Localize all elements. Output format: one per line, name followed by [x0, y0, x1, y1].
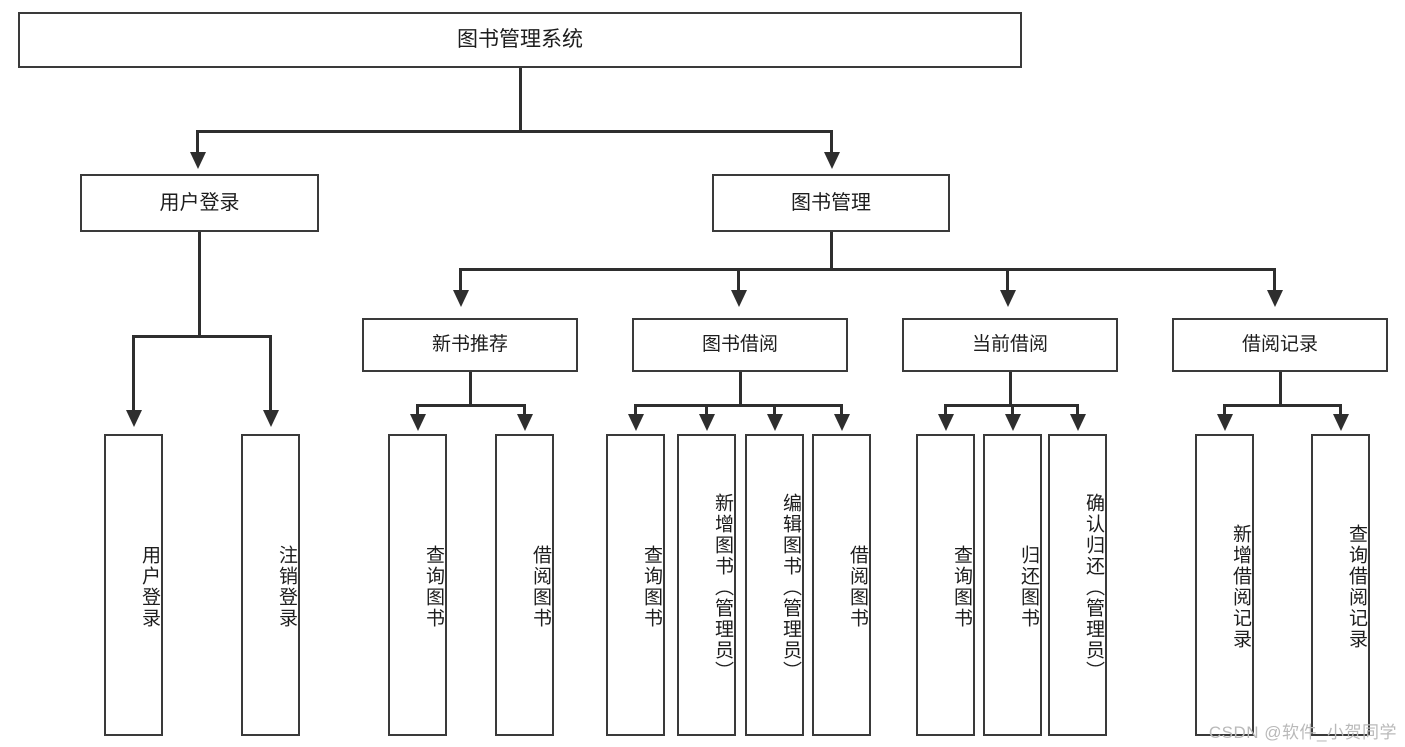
arrowhead-borrow-record-child-2 — [1333, 414, 1349, 431]
leaf-add-borrow-record[interactable]: 新增借阅记录 — [1195, 434, 1254, 736]
connector-book-borrow-child-3 — [773, 404, 776, 417]
leaf-label: 新增图书（管理员） — [712, 492, 733, 682]
connector-new-book-stem — [469, 372, 472, 406]
node-borrow-record[interactable]: 借阅记录 — [1172, 318, 1388, 372]
connector-book-borrow-bus — [634, 404, 842, 407]
leaf-label: 查询图书 — [951, 545, 972, 629]
connector-current-borrow-child-1 — [944, 404, 947, 417]
leaf-label: 归还图书 — [1018, 545, 1039, 629]
arrowhead-user-login-child-2 — [263, 410, 279, 427]
connector-book-manage-stem — [830, 232, 833, 270]
arrowhead-to-new-book — [453, 290, 469, 307]
connector-to-book-borrow — [737, 268, 740, 293]
arrowhead-book-borrow-child-4 — [834, 414, 850, 431]
leaf-query-borrow-record[interactable]: 查询借阅记录 — [1311, 434, 1370, 736]
connector-user-login-child-2 — [269, 335, 272, 412]
arrowhead-new-book-child-1 — [410, 414, 426, 431]
watermark-text: CSDN @软件_小贺同学 — [1208, 723, 1397, 742]
connector-level3-bus — [459, 268, 1276, 271]
arrowhead-to-user-login — [190, 152, 206, 169]
connector-new-book-bus — [416, 404, 526, 407]
connector-book-borrow-child-1 — [634, 404, 637, 417]
leaf-user-login[interactable]: 用户登录 — [104, 434, 163, 736]
connector-root-stem — [519, 68, 522, 132]
leaf-query-book-current[interactable]: 查询图书 — [916, 434, 975, 736]
leaf-query-book-recommend[interactable]: 查询图书 — [388, 434, 447, 736]
arrowhead-current-borrow-child-3 — [1070, 414, 1086, 431]
connector-current-borrow-child-2 — [1011, 404, 1014, 417]
connector-user-login-stem — [198, 232, 201, 337]
node-current-borrow[interactable]: 当前借阅 — [902, 318, 1118, 372]
leaf-label: 编辑图书（管理员） — [780, 492, 801, 682]
node-new-book-recommend[interactable]: 新书推荐 — [362, 318, 578, 372]
connector-to-current-borrow — [1006, 268, 1009, 293]
connector-new-book-child-2 — [523, 404, 526, 417]
connector-level2-bus — [196, 130, 833, 133]
connector-user-login-child-1 — [132, 335, 135, 412]
leaf-label: 查询图书 — [423, 545, 444, 629]
connector-current-borrow-stem — [1009, 372, 1012, 406]
connector-borrow-record-stem — [1279, 372, 1282, 406]
connector-new-book-child-1 — [416, 404, 419, 417]
arrowhead-to-book-borrow — [731, 290, 747, 307]
leaf-label: 借阅图书 — [847, 545, 868, 629]
connector-to-new-book — [459, 268, 462, 293]
leaf-confirm-return-admin[interactable]: 确认归还（管理员） — [1048, 434, 1107, 736]
node-book-borrow[interactable]: 图书借阅 — [632, 318, 848, 372]
leaf-return-book[interactable]: 归还图书 — [983, 434, 1042, 736]
arrowhead-book-borrow-child-3 — [767, 414, 783, 431]
connector-book-borrow-child-4 — [840, 404, 843, 417]
connector-to-user-login — [196, 130, 199, 155]
leaf-logout[interactable]: 注销登录 — [241, 434, 300, 736]
leaf-borrow-book[interactable]: 借阅图书 — [812, 434, 871, 736]
arrowhead-borrow-record-child-1 — [1217, 414, 1233, 431]
node-user-login[interactable]: 用户登录 — [80, 174, 319, 232]
leaf-label: 确认归还（管理员） — [1083, 492, 1104, 682]
arrowhead-book-borrow-child-1 — [628, 414, 644, 431]
arrowhead-to-borrow-record — [1267, 290, 1283, 307]
node-label: 图书借阅 — [701, 334, 778, 356]
connector-current-borrow-child-3 — [1076, 404, 1079, 417]
leaf-label: 借阅图书 — [530, 545, 551, 629]
leaf-label: 注销登录 — [276, 545, 297, 629]
arrowhead-to-book-manage — [824, 152, 840, 169]
connector-book-borrow-child-2 — [705, 404, 708, 417]
arrowhead-user-login-child-1 — [126, 410, 142, 427]
arrowhead-current-borrow-child-1 — [938, 414, 954, 431]
leaf-borrow-book-recommend[interactable]: 借阅图书 — [495, 434, 554, 736]
leaf-add-book-admin[interactable]: 新增图书（管理员） — [677, 434, 736, 736]
connector-borrow-record-bus — [1223, 404, 1342, 407]
connector-borrow-record-child-2 — [1339, 404, 1342, 417]
arrowhead-to-current-borrow — [1000, 290, 1016, 307]
node-root-library-system[interactable]: 图书管理系统 — [18, 12, 1022, 68]
leaf-label: 用户登录 — [139, 545, 160, 629]
connector-to-borrow-record — [1273, 268, 1276, 293]
connector-book-borrow-stem — [739, 372, 742, 406]
node-label: 当前借阅 — [971, 334, 1048, 356]
leaf-label: 查询借阅记录 — [1346, 524, 1367, 650]
leaf-label: 新增借阅记录 — [1230, 524, 1251, 650]
node-book-management[interactable]: 图书管理 — [712, 174, 950, 232]
connector-to-book-manage — [830, 130, 833, 155]
connector-user-login-bus — [132, 335, 269, 338]
node-label: 图书管理系统 — [457, 27, 583, 51]
leaf-label: 查询图书 — [641, 545, 662, 629]
node-label: 图书管理 — [791, 191, 871, 214]
node-label: 新书推荐 — [431, 334, 508, 356]
arrowhead-book-borrow-child-2 — [699, 414, 715, 431]
node-label: 借阅记录 — [1241, 334, 1318, 356]
arrowhead-new-book-child-2 — [517, 414, 533, 431]
leaf-query-book-borrow[interactable]: 查询图书 — [606, 434, 665, 736]
connector-borrow-record-child-1 — [1223, 404, 1226, 417]
node-label: 用户登录 — [159, 191, 240, 214]
leaf-edit-book-admin[interactable]: 编辑图书（管理员） — [745, 434, 804, 736]
arrowhead-current-borrow-child-2 — [1005, 414, 1021, 431]
